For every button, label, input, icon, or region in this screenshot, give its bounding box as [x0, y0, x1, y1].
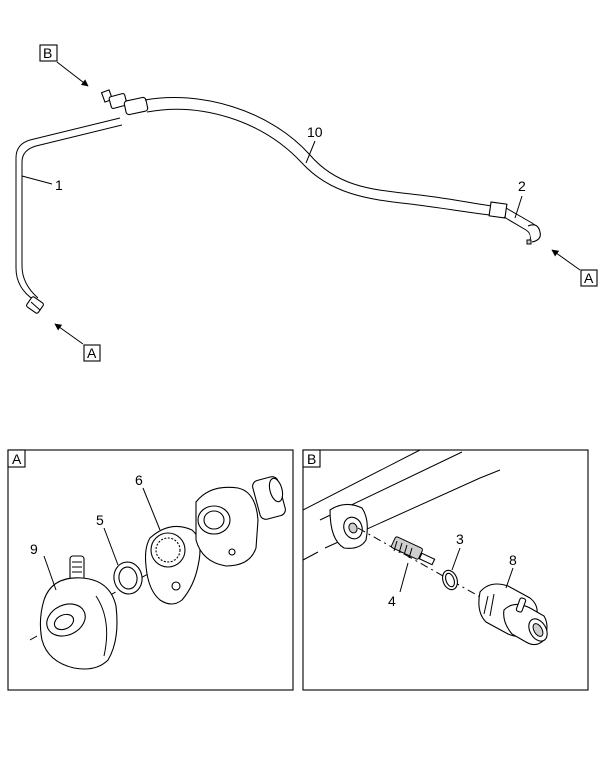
- view-arrow-b: B: [39, 44, 89, 87]
- manifold-body: [302, 449, 501, 561]
- tube-end-fitting: [26, 296, 44, 314]
- hose-crimp: [488, 201, 508, 219]
- view-arrow-a-left: A: [54, 323, 101, 362]
- callout-9: 9: [30, 541, 38, 557]
- detail-a-label: A: [12, 451, 22, 467]
- callout-4: 4: [388, 593, 396, 609]
- callout-3: 3: [456, 531, 464, 547]
- detail-b-panel: B: [302, 449, 589, 691]
- callout-10: 10: [307, 124, 323, 140]
- view-ref-b: B: [43, 45, 52, 61]
- callout-5: 5: [96, 512, 104, 528]
- cover-part-9: [39, 555, 118, 670]
- detail-a-panel: A: [7, 449, 294, 691]
- tube-assembly: [15, 89, 541, 314]
- detail-b-label: B: [307, 451, 316, 467]
- view-arrow-a-right: A: [551, 249, 598, 287]
- view-ref-a-right: A: [584, 270, 594, 286]
- rigid-tube: [15, 117, 121, 301]
- callout-1: 1: [55, 177, 63, 193]
- view-ref-a-left: A: [87, 345, 97, 361]
- o-ring-part-5: [113, 561, 143, 595]
- upper-fitting: [100, 89, 149, 116]
- callout-8: 8: [509, 552, 517, 568]
- callout-2: 2: [518, 178, 526, 194]
- valve-block: [195, 476, 286, 567]
- callout-6: 6: [135, 472, 143, 488]
- pressure-switch-part-8: [478, 583, 548, 646]
- valve-core-part-4: [391, 536, 436, 566]
- o-ring-part-3: [442, 569, 458, 591]
- hose: [144, 97, 501, 208]
- gasket-part-6: [144, 525, 201, 605]
